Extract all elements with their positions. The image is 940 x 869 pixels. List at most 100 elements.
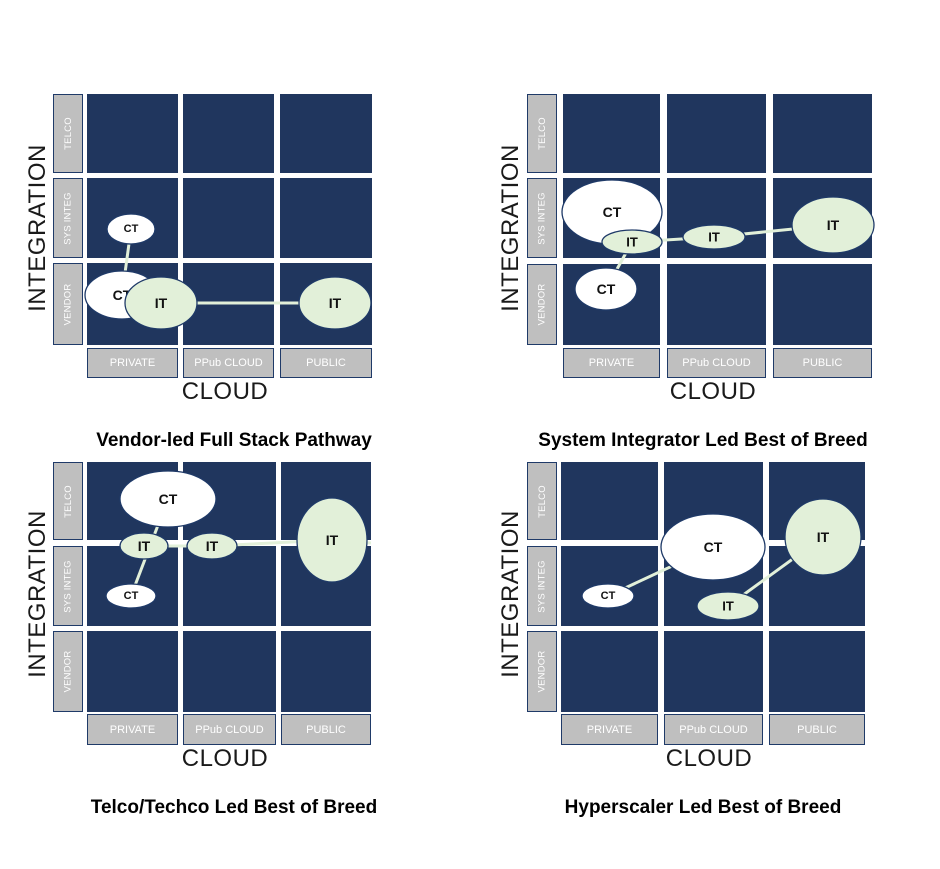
row-label-sys-integ: SYS INTEG bbox=[53, 546, 83, 626]
ct-bubble: CT bbox=[581, 583, 635, 609]
x-axis-label: CLOUD bbox=[181, 378, 269, 405]
grid-cell-vendor-ppub-cloud bbox=[667, 264, 766, 345]
bubble-shape bbox=[660, 513, 766, 581]
it-bubble: IT bbox=[682, 224, 746, 250]
bubble-label: IT bbox=[827, 217, 840, 233]
grid-cell-telco-ppub-cloud bbox=[667, 94, 766, 173]
it-bubble: IT bbox=[119, 532, 169, 560]
bubble-shape bbox=[124, 276, 198, 330]
bubble-label: IT bbox=[626, 235, 638, 250]
grid-cell-telco-ppub-cloud bbox=[183, 94, 274, 173]
column-label-public: PUBLIC bbox=[773, 348, 872, 378]
row-label-telco: TELCO bbox=[527, 462, 557, 540]
bubble-label: CT bbox=[603, 204, 622, 220]
ct-bubble: CT bbox=[574, 267, 638, 311]
column-label-public: PUBLIC bbox=[769, 714, 865, 745]
grid-cell-telco-public bbox=[773, 94, 872, 173]
bubble-label: IT bbox=[155, 295, 168, 311]
it-bubble: IT bbox=[601, 229, 663, 255]
row-label-vendor: VENDOR bbox=[53, 263, 83, 345]
ct-bubble: CT bbox=[660, 513, 766, 581]
ct-bubble: CT bbox=[106, 213, 156, 245]
bubble-label: IT bbox=[722, 599, 734, 614]
panel-title: Hyperscaler Led Best of Breed bbox=[564, 797, 842, 818]
column-label-private: PRIVATE bbox=[561, 714, 658, 745]
x-axis-label: CLOUD bbox=[181, 745, 269, 772]
ct-bubble: CT bbox=[105, 583, 157, 609]
ct-bubble: CT bbox=[561, 179, 663, 245]
ct-bubble: CT bbox=[119, 470, 217, 528]
grid-cell-vendor-public bbox=[773, 264, 872, 345]
column-label-private: PRIVATE bbox=[87, 348, 178, 378]
grid-cell-telco-public bbox=[280, 94, 372, 173]
grid-cell-sys-integ-public bbox=[280, 178, 372, 258]
bubble-label: CT bbox=[597, 281, 616, 297]
panel-title: System Integrator Led Best of Breed bbox=[538, 430, 868, 451]
panel-title: Vendor-led Full Stack Pathway bbox=[96, 430, 372, 451]
row-label-vendor: VENDOR bbox=[527, 264, 557, 345]
grid-cell-sys-integ-ppub-cloud bbox=[183, 546, 276, 626]
column-label-ppub-cloud: PPub CLOUD bbox=[183, 348, 274, 378]
bubble-label: IT bbox=[329, 295, 342, 311]
grid-cell-sys-integ-ppub-cloud bbox=[183, 178, 274, 258]
bubble-label: IT bbox=[817, 529, 830, 545]
grid-cell-telco-private bbox=[87, 94, 178, 173]
bubble-shape bbox=[119, 532, 169, 560]
column-label-private: PRIVATE bbox=[87, 714, 178, 745]
bubble-label: CT bbox=[601, 590, 616, 602]
bubble-shape bbox=[601, 229, 663, 255]
row-label-sys-integ: SYS INTEG bbox=[527, 178, 557, 258]
it-bubble: IT bbox=[296, 497, 368, 583]
x-axis-label: CLOUD bbox=[669, 378, 757, 405]
it-bubble: IT bbox=[124, 276, 198, 330]
grid-cell-telco-private bbox=[561, 462, 658, 540]
it-bubble: IT bbox=[784, 498, 862, 576]
row-label-telco: TELCO bbox=[53, 94, 83, 173]
bubble-label: IT bbox=[326, 532, 339, 548]
bubble-shape bbox=[574, 267, 638, 311]
bubble-shape bbox=[784, 498, 862, 576]
bubble-label: CT bbox=[704, 539, 723, 555]
column-label-ppub-cloud: PPub CLOUD bbox=[183, 714, 276, 745]
grid-cell-vendor-public bbox=[769, 631, 865, 712]
row-label-telco: TELCO bbox=[527, 94, 557, 173]
bubble-shape bbox=[186, 532, 238, 560]
grid-cell-vendor-private bbox=[87, 631, 178, 712]
panel-title: Telco/Techco Led Best of Breed bbox=[90, 797, 378, 818]
row-label-sys-integ: SYS INTEG bbox=[527, 546, 557, 626]
bubble-shape bbox=[791, 196, 875, 254]
bubble-label: CT bbox=[159, 491, 178, 507]
it-bubble: IT bbox=[298, 276, 372, 330]
column-label-public: PUBLIC bbox=[281, 714, 371, 745]
row-label-vendor: VENDOR bbox=[53, 631, 83, 712]
it-bubble: IT bbox=[791, 196, 875, 254]
bubble-shape bbox=[581, 583, 635, 609]
grid-cell-telco-private bbox=[563, 94, 660, 173]
grid-cell-vendor-ppub-cloud bbox=[664, 631, 763, 712]
column-label-ppub-cloud: PPub CLOUD bbox=[667, 348, 766, 378]
column-label-public: PUBLIC bbox=[280, 348, 372, 378]
grid-cell-vendor-ppub-cloud bbox=[183, 631, 276, 712]
bubble-label: IT bbox=[206, 538, 219, 554]
bubble-shape bbox=[682, 224, 746, 250]
bubble-label: CT bbox=[124, 590, 139, 602]
bubble-label: IT bbox=[138, 538, 151, 554]
x-axis-label: CLOUD bbox=[665, 745, 753, 772]
bubble-shape bbox=[119, 470, 217, 528]
column-label-private: PRIVATE bbox=[563, 348, 660, 378]
bubble-shape bbox=[105, 583, 157, 609]
bubble-label: CT bbox=[124, 223, 139, 235]
column-label-ppub-cloud: PPub CLOUD bbox=[664, 714, 763, 745]
row-label-telco: TELCO bbox=[53, 462, 83, 540]
grid-cell-vendor-private bbox=[561, 631, 658, 712]
row-label-sys-integ: SYS INTEG bbox=[53, 178, 83, 258]
bubble-label: IT bbox=[708, 230, 720, 245]
grid-cell-vendor-public bbox=[281, 631, 371, 712]
bubble-shape bbox=[106, 213, 156, 245]
it-bubble: IT bbox=[696, 591, 760, 621]
it-bubble: IT bbox=[186, 532, 238, 560]
